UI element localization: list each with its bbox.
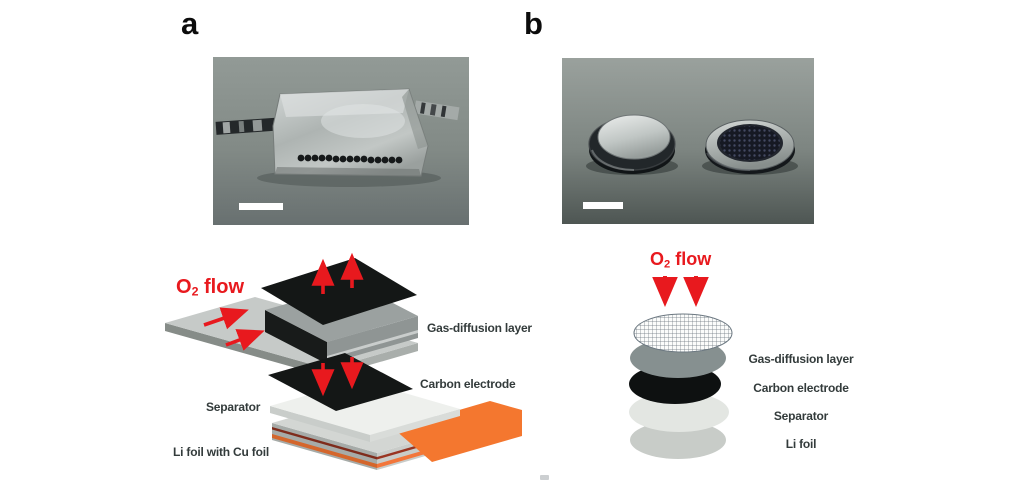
o2-flow-label-a: O2 flow [176,277,244,298]
label-gas-diffusion-a: Gas-diffusion layer [427,321,532,335]
label-gas-diffusion-b: Gas-diffusion layer [748,352,854,366]
image-artifact [540,475,549,480]
scale-bar [583,202,623,209]
pouch-exploded-art [165,252,522,470]
pouch-body [272,88,429,177]
label-li-foil-b: Li foil [785,437,817,451]
coin-exploded-diagram [560,245,920,489]
separator-disc [629,392,729,432]
cu-foil-sheet [394,401,522,462]
top-electrode-sheet [261,258,417,325]
o2-down-arrows [311,357,364,397]
li-foil-disc [630,421,726,459]
o2-subscript: 2 [664,258,671,271]
o2-suffix: flow [670,249,712,269]
o2-up-arrows [311,252,364,294]
label-carbon-electrode-b: Carbon electrode [753,381,849,395]
label-li-foil-a: Li foil with Cu foil [173,445,269,459]
pouch-cell-photo-art [213,57,469,225]
pouch-cell-photo [213,57,469,225]
o2-flow-label-b: O2 flow [650,250,711,271]
pouch-left-tab [215,117,277,135]
o2-prefix: O [650,249,665,269]
coin-cell-closed [588,114,676,174]
pouch-exploded-diagram [160,248,540,489]
o2-flow-arrows [203,307,265,351]
o2-suffix: flow [198,276,245,298]
pouch-air-holes [297,154,403,164]
coin-cell-meshed [705,119,795,174]
o2-prefix: O [176,276,192,298]
scale-bar [239,203,283,210]
o2-subscript: 2 [191,284,199,299]
label-carbon-electrode-a: Carbon electrode [420,377,516,391]
panel-b-letter: b [524,6,543,41]
o2-down-arrows-b [652,276,709,307]
pouch-right-tab [413,100,460,121]
label-separator-a: Separator [206,400,261,414]
mesh-lid-disc [633,313,733,353]
coin-cell-photo [562,58,814,224]
panel-a-letter: a [181,6,199,41]
coin-cell-photo-art [562,58,814,224]
label-separator-b: Separator [773,409,829,423]
coin-exploded-art [629,276,733,459]
